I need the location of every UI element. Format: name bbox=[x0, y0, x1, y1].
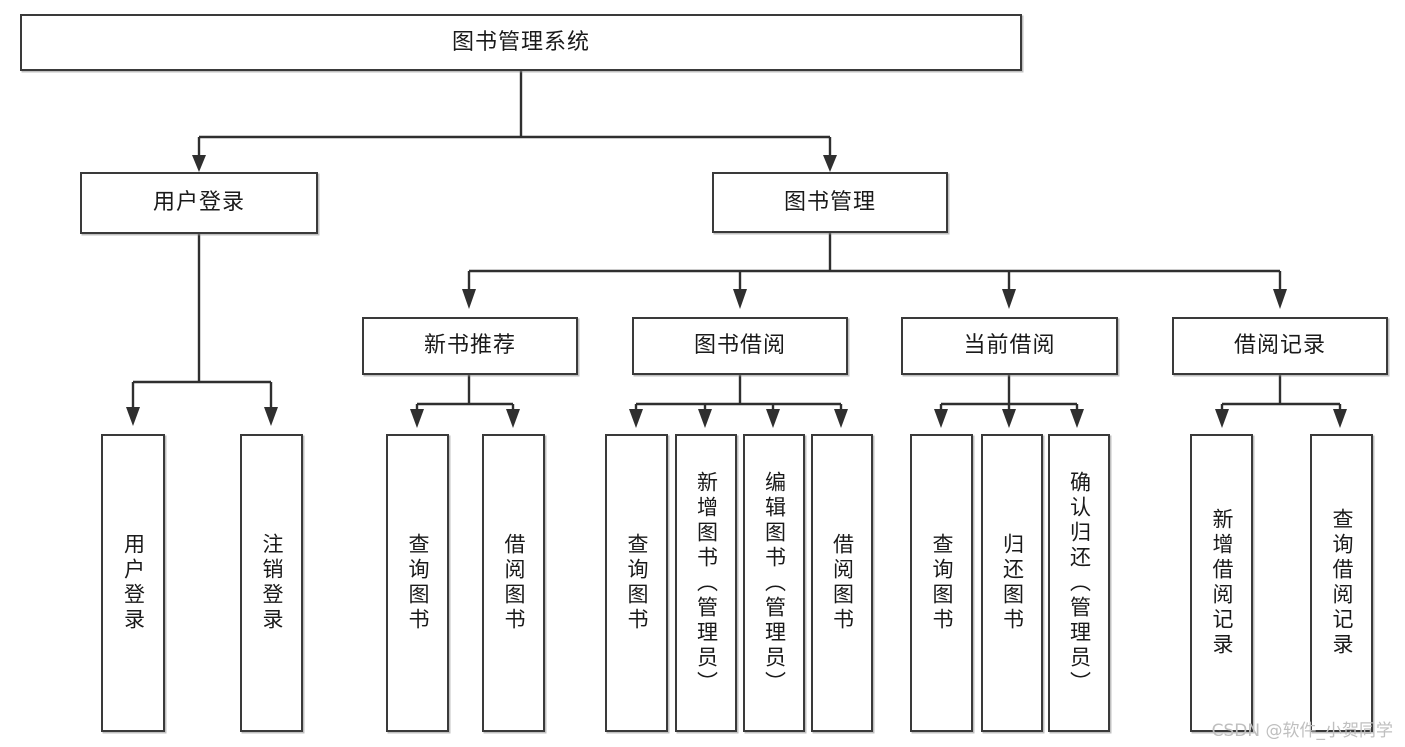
leaf-borrow-book[interactable]: 借阅图书 bbox=[811, 434, 873, 732]
node-book-borrow[interactable]: 图书借阅 bbox=[632, 317, 848, 375]
arrowhead-icon bbox=[506, 409, 520, 428]
leaf-logout[interactable]: 注销登录 bbox=[240, 434, 303, 732]
node-user-login[interactable]: 用户登录 bbox=[80, 172, 318, 234]
node-label: 注销登录 bbox=[260, 533, 284, 633]
arrowhead-icon bbox=[192, 155, 206, 172]
node-label: 归还图书 bbox=[1000, 533, 1025, 633]
node-label: 图书借阅 bbox=[693, 333, 786, 359]
node-label: 借阅图书 bbox=[830, 533, 855, 633]
arrowhead-icon bbox=[766, 409, 780, 428]
node-label: 编辑图书（管理员） bbox=[762, 470, 787, 696]
arrowhead-icon bbox=[462, 289, 476, 309]
node-book-management[interactable]: 图书管理 bbox=[712, 172, 948, 233]
node-label: 借阅图书 bbox=[502, 533, 526, 633]
leaf-query-book-recommend[interactable]: 查询图书 bbox=[386, 434, 449, 732]
leaf-borrow-book-recommend[interactable]: 借阅图书 bbox=[482, 434, 545, 732]
leaf-add-book-admin[interactable]: 新增图书（管理员） bbox=[675, 434, 737, 732]
leaf-query-borrow-record[interactable]: 查询借阅记录 bbox=[1310, 434, 1373, 732]
arrowhead-icon bbox=[264, 407, 278, 426]
node-label: 新增借阅记录 bbox=[1210, 508, 1234, 658]
arrowhead-icon bbox=[733, 289, 747, 309]
leaf-confirm-return-admin[interactable]: 确认归还（管理员） bbox=[1048, 434, 1110, 732]
node-label: 确认归还（管理员） bbox=[1067, 470, 1092, 696]
node-borrow-record[interactable]: 借阅记录 bbox=[1172, 317, 1388, 375]
arrowhead-icon bbox=[1002, 409, 1016, 428]
leaf-edit-book-admin[interactable]: 编辑图书（管理员） bbox=[743, 434, 805, 732]
arrowhead-icon bbox=[1215, 409, 1229, 428]
arrowhead-icon bbox=[834, 409, 848, 428]
node-new-book-recommend[interactable]: 新书推荐 bbox=[362, 317, 578, 375]
leaf-add-borrow-record[interactable]: 新增借阅记录 bbox=[1190, 434, 1253, 732]
arrowhead-icon bbox=[934, 409, 948, 428]
arrowhead-icon bbox=[823, 155, 837, 172]
node-label: 用户登录 bbox=[121, 533, 146, 633]
arrowhead-icon bbox=[1070, 409, 1084, 428]
leaf-query-book-current[interactable]: 查询图书 bbox=[910, 434, 973, 732]
watermark: CSDN @软件_小贺同学 bbox=[1211, 721, 1393, 741]
leaf-query-book-borrow[interactable]: 查询图书 bbox=[605, 434, 668, 732]
arrowhead-icon bbox=[1273, 289, 1287, 309]
node-label: 查询图书 bbox=[930, 533, 954, 633]
node-root-system[interactable]: 图书管理系统 bbox=[20, 14, 1022, 71]
node-label: 图书管理系统 bbox=[451, 29, 590, 55]
node-label: 用户登录 bbox=[152, 190, 245, 216]
node-label: 查询图书 bbox=[625, 533, 649, 633]
arrowhead-icon bbox=[629, 409, 643, 428]
node-label: 查询图书 bbox=[406, 533, 430, 633]
node-label: 图书管理 bbox=[783, 189, 876, 215]
leaf-user-login[interactable]: 用户登录 bbox=[101, 434, 165, 732]
arrowhead-icon bbox=[126, 407, 140, 426]
node-label: 当前借阅 bbox=[963, 333, 1056, 359]
node-label: 新书推荐 bbox=[423, 333, 516, 359]
node-current-borrow[interactable]: 当前借阅 bbox=[901, 317, 1118, 375]
node-label: 新增图书（管理员） bbox=[694, 470, 719, 696]
arrowhead-icon bbox=[410, 409, 424, 428]
node-label: 借阅记录 bbox=[1233, 333, 1326, 359]
arrowhead-icon bbox=[1002, 289, 1016, 309]
node-label: 查询借阅记录 bbox=[1330, 508, 1354, 658]
arrowhead-icon bbox=[698, 409, 712, 428]
arrowhead-icon bbox=[1333, 409, 1347, 428]
leaf-return-book[interactable]: 归还图书 bbox=[981, 434, 1043, 732]
